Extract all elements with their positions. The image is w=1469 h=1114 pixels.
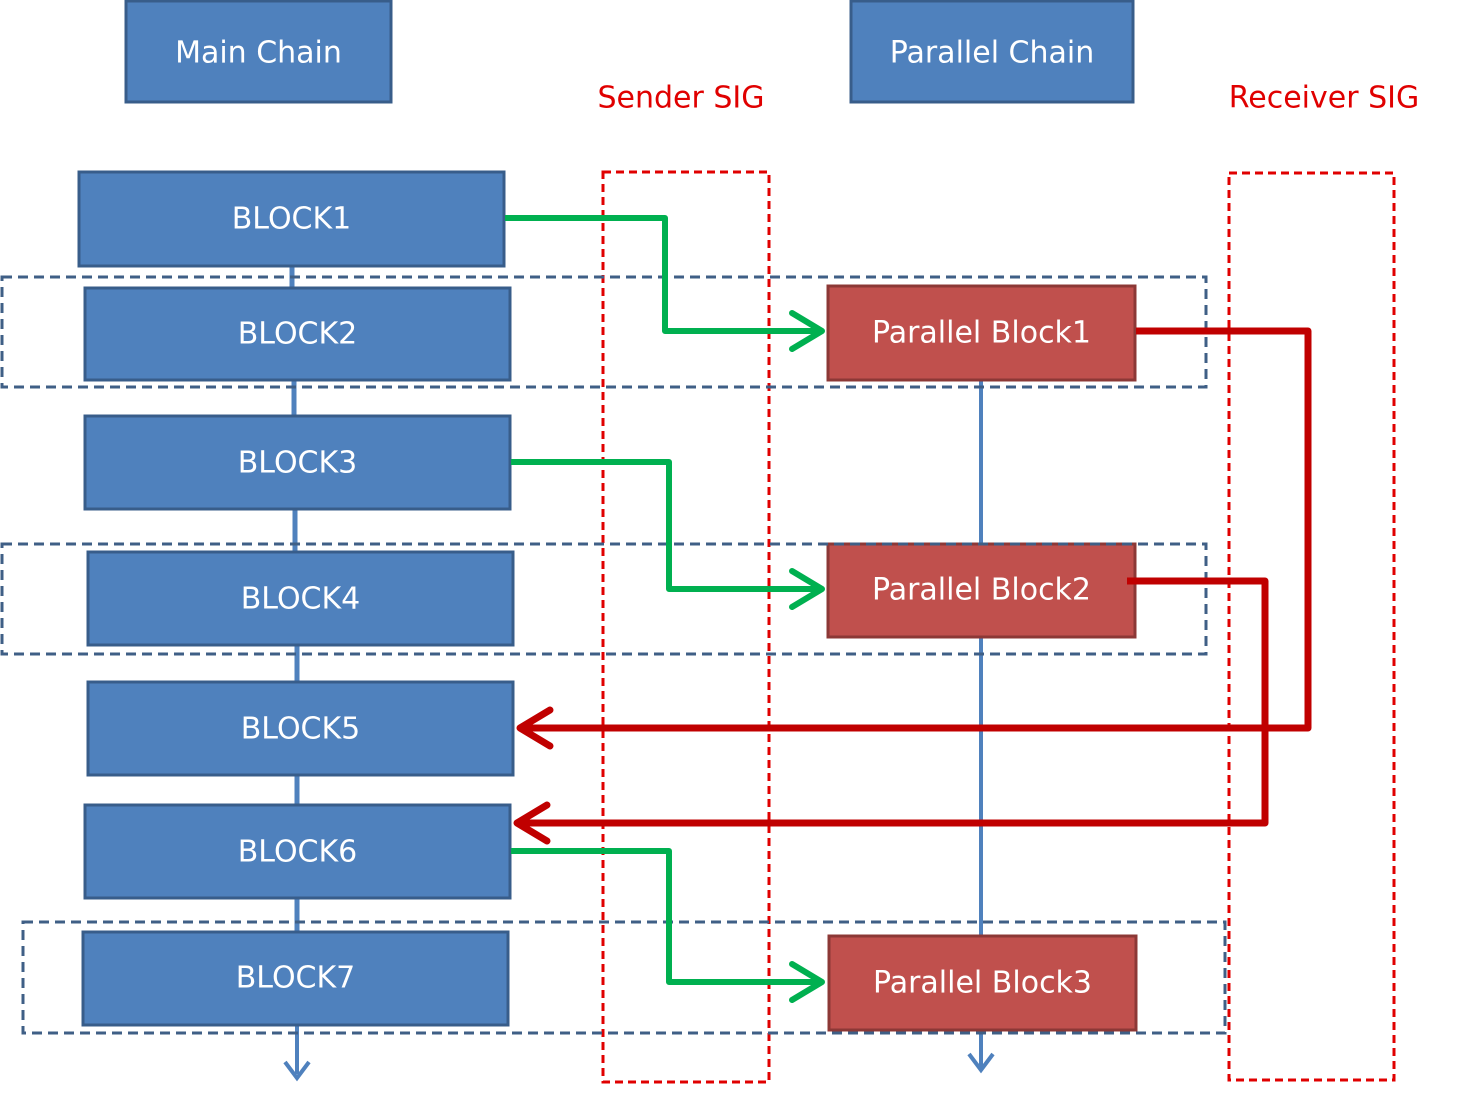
parallel-chain-header-label: Parallel Chain <box>890 36 1095 71</box>
main-block-2-label: BLOCK2 <box>238 317 358 352</box>
send-arrow-3-head <box>789 961 825 1003</box>
main-block-1-label: BLOCK1 <box>232 202 352 237</box>
receive-arrow-1-line <box>520 327 1312 732</box>
parallel-chain-end-arrow <box>967 1052 995 1074</box>
main-chain-header: Main Chain <box>124 0 393 104</box>
parallel-chain-header-box <box>849 0 1135 104</box>
group-box-1 <box>0 275 1208 389</box>
main-block-6-label: BLOCK6 <box>238 835 358 870</box>
parallel-block-2: Parallel Block2 <box>826 542 1137 639</box>
send-arrows <box>505 215 825 1003</box>
main-block-5: BLOCK5 <box>86 680 515 777</box>
main-block-6-box <box>83 803 512 900</box>
send-arrow-2-head <box>789 568 825 610</box>
sender-sig-label: Sender SIG <box>597 81 764 116</box>
receive-arrow-1-head <box>516 706 554 750</box>
parallel-block-3-label: Parallel Block3 <box>873 966 1092 1001</box>
main-block-4-label: BLOCK4 <box>241 582 361 617</box>
main-chain-end-arrow <box>283 1060 311 1082</box>
send-arrow-2-line <box>511 459 822 592</box>
main-block-7-box <box>81 930 510 1027</box>
main-block-5-box <box>86 680 515 777</box>
parallel-block-1-label: Parallel Block1 <box>872 316 1091 351</box>
main-block-3-label: BLOCK3 <box>238 446 358 481</box>
main-block-3: BLOCK3 <box>83 414 512 511</box>
send-arrow-1-line <box>505 215 822 334</box>
main-block-2: BLOCK2 <box>83 286 512 382</box>
receiver-sig-label: Receiver SIG <box>1229 81 1419 116</box>
main-chain-header-box <box>124 0 393 104</box>
group-box-2 <box>0 542 1208 656</box>
main-block-4-box <box>86 550 515 647</box>
receive-arrow-1 <box>516 327 1312 750</box>
main-block-4: BLOCK4 <box>86 550 515 647</box>
send-arrow-2 <box>511 459 825 610</box>
parallel-block-3: Parallel Block3 <box>827 934 1138 1032</box>
receive-arrow-2-head <box>513 801 551 845</box>
main-block-7-label: BLOCK7 <box>236 961 356 996</box>
group-box-3 <box>21 920 1227 1035</box>
send-arrow-1-head <box>789 310 825 352</box>
main-block-2-box <box>83 286 512 382</box>
sender-sig-box <box>601 170 771 1084</box>
receive-arrows <box>513 327 1312 845</box>
receive-arrow-2-line <box>517 577 1269 827</box>
parallel-block-1: Parallel Block1 <box>826 284 1137 382</box>
send-arrow-1 <box>505 215 825 352</box>
main-block-3-box <box>83 414 512 511</box>
parallel-chain-header: Parallel Chain <box>849 0 1135 104</box>
send-arrow-3 <box>511 848 825 1003</box>
parallel-chain-connectors <box>967 380 995 1074</box>
receive-arrow-2 <box>513 577 1269 845</box>
parallel-block-2-label: Parallel Block2 <box>872 573 1091 608</box>
main-block-5-label: BLOCK5 <box>241 712 361 747</box>
main-block-1-box <box>77 170 506 268</box>
receiver-sig-box <box>1227 171 1396 1082</box>
main-block-6: BLOCK6 <box>83 803 512 900</box>
main-block-1: BLOCK1 <box>77 170 506 268</box>
send-arrow-3-line <box>511 848 822 985</box>
main-chain-header-label: Main Chain <box>175 36 342 71</box>
parallel-block-1-box <box>826 284 1137 382</box>
main-block-7: BLOCK7 <box>81 930 510 1027</box>
parallel-block-3-box <box>827 934 1138 1032</box>
